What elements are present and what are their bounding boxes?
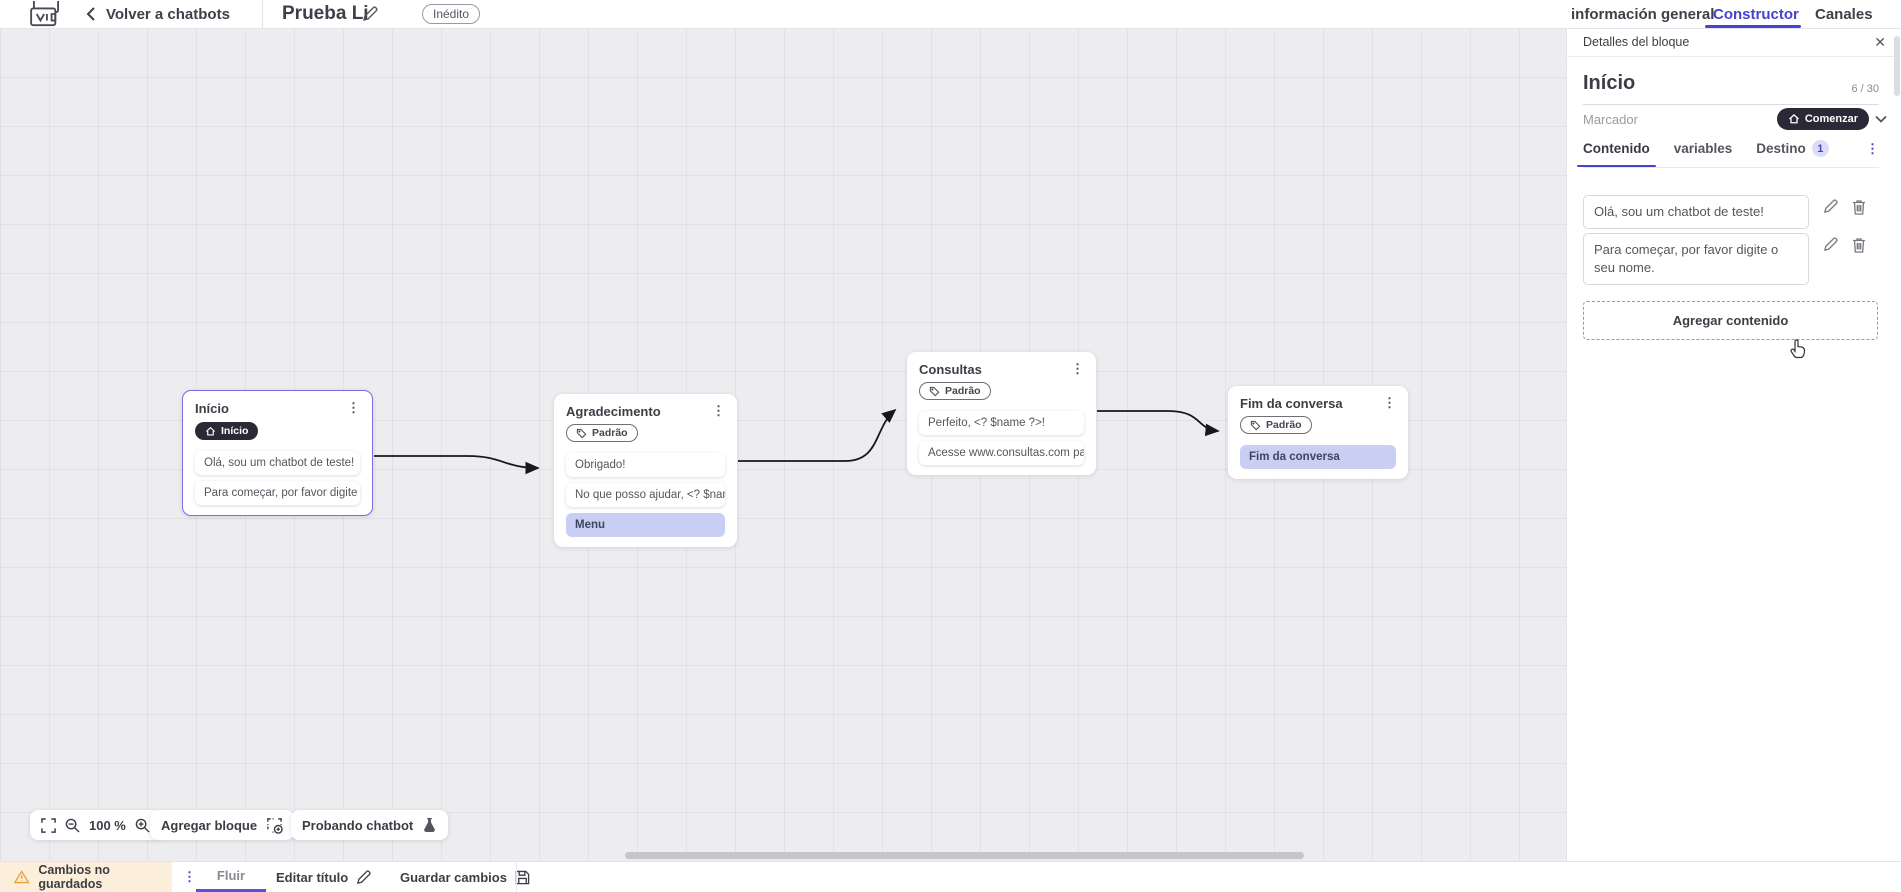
tag-icon <box>1250 420 1261 430</box>
close-icon[interactable]: ✕ <box>1874 33 1886 50</box>
pencil-icon <box>357 869 371 884</box>
panel-tab-contenido[interactable]: Contenido <box>1577 141 1656 167</box>
node-content-row[interactable]: Perfeito, <? $name ?>! <box>919 410 1084 435</box>
back-icon <box>86 7 95 21</box>
cursor-pointer <box>1790 339 1806 359</box>
home-icon <box>1788 114 1799 124</box>
unsaved-changes-status: Cambios no guardados <box>0 862 172 892</box>
node-content-row[interactable]: Fim da conversa <box>1240 444 1396 469</box>
delete-content-icon[interactable] <box>1852 199 1866 215</box>
flow-canvas[interactable]: Início ⋮ Início Olá, sou um chatbot de t… <box>0 28 1566 861</box>
flow-options-kebab-icon[interactable]: ⋮ <box>183 869 196 884</box>
content-message-2[interactable]: Para começar, por favor digite o seu nom… <box>1583 233 1809 286</box>
zoom-level: 100 % <box>89 817 126 833</box>
add-block-icon <box>267 817 283 834</box>
save-changes-button[interactable]: Guardar cambios <box>400 862 530 892</box>
node-content-row[interactable]: Obrigado! <box>566 452 725 477</box>
constructor-tab-underline <box>1705 25 1801 28</box>
warning-icon <box>14 870 30 884</box>
panel-title: Detalles del bloque <box>1583 35 1690 49</box>
bottom-bar: Cambios no guardados ⋮ Fluir Editar títu… <box>0 861 1901 892</box>
canvas-zoom-controls: 100 % <box>30 810 161 840</box>
kebab-menu-icon[interactable]: ⋮ <box>1071 361 1084 376</box>
tab-canales[interactable]: Canales <box>1815 5 1873 23</box>
panel-tab-variables[interactable]: variables <box>1673 141 1733 156</box>
chevron-down-icon[interactable] <box>1875 115 1887 123</box>
node-content-row[interactable]: Para começar, por favor digite o ... <box>195 480 360 505</box>
status-badge: Inédito <box>422 0 481 28</box>
node-content-row[interactable]: No que posso ajudar, <? $name ... <box>566 482 725 507</box>
padrao-badge: Padrão <box>566 424 638 442</box>
panel-kebab-icon[interactable]: ⋮ <box>1866 140 1879 156</box>
block-title[interactable]: Início <box>1583 72 1636 94</box>
content-message-1[interactable]: Olá, sou um chatbot de teste! <box>1583 195 1809 230</box>
tab-constructor[interactable]: Constructor <box>1713 5 1799 23</box>
flow-tab-fluir[interactable]: Fluir <box>196 862 266 892</box>
add-content-button[interactable]: Agregar contenido <box>1583 301 1878 340</box>
page-title: Prueba Li <box>282 3 369 24</box>
tag-icon <box>929 386 940 396</box>
padrao-badge: Padrão <box>1240 416 1312 434</box>
topbar-divider <box>262 0 263 28</box>
edit-content-icon[interactable] <box>1823 199 1838 214</box>
fullscreen-icon[interactable] <box>41 817 56 833</box>
flow-edges <box>374 408 1220 475</box>
top-bar: Volver a chatbots Prueba Li Inédito info… <box>0 0 1901 29</box>
home-icon <box>205 426 216 436</box>
panel-tab-destino[interactable]: Destino 1 <box>1756 140 1829 157</box>
kebab-menu-icon[interactable]: ⋮ <box>1383 395 1396 410</box>
delete-content-icon[interactable] <box>1852 237 1866 253</box>
node-title: Início <box>195 401 229 416</box>
flask-icon <box>424 817 436 833</box>
node-title: Fim da conversa <box>1240 396 1343 411</box>
zoom-in-icon[interactable] <box>135 818 150 833</box>
add-block-button[interactable]: Agregar bloque <box>150 810 295 840</box>
marker-dropdown[interactable]: Comenzar <box>1776 108 1869 130</box>
flow-node-inicio[interactable]: Início ⋮ Início Olá, sou um chatbot de t… <box>182 390 373 516</box>
char-counter: 6 / 30 <box>1851 83 1879 95</box>
test-chatbot-button[interactable]: Probando chatbot <box>291 810 449 840</box>
tab-informacion-general[interactable]: información general <box>1571 5 1715 23</box>
node-content-row[interactable]: Acesse www.consultas.com par... <box>919 440 1084 465</box>
flow-node-fim[interactable]: Fim da conversa ⋮ Padrão Fim da conversa <box>1228 386 1408 479</box>
flow-node-agradecimento[interactable]: Agradecimento ⋮ Padrão Obrigado! No que p… <box>554 394 737 547</box>
zoom-out-icon[interactable] <box>65 818 80 833</box>
app-logo <box>30 0 62 28</box>
node-title: Consultas <box>919 362 982 377</box>
flow-node-consultas[interactable]: Consultas ⋮ Padrão Perfeito, <? $name ?>… <box>907 352 1096 475</box>
node-content-row[interactable]: Menu <box>566 512 725 537</box>
tag-icon <box>576 428 587 438</box>
back-button[interactable]: Volver a chatbots <box>86 0 230 28</box>
edit-title-pencil[interactable] <box>362 0 378 28</box>
bottombar-divider <box>516 862 517 892</box>
padrao-badge: Padrão <box>919 382 991 400</box>
kebab-menu-icon[interactable]: ⋮ <box>712 403 725 418</box>
start-badge: Início <box>195 422 259 440</box>
destino-count-badge: 1 <box>1811 140 1829 157</box>
save-icon <box>515 870 530 884</box>
canvas-horizontal-scrollbar[interactable] <box>625 852 1304 859</box>
block-title-field[interactable]: Início 6 / 30 <box>1583 72 1879 105</box>
marker-label: Marcador <box>1583 111 1638 127</box>
panel-vertical-scrollbar[interactable] <box>1894 36 1900 96</box>
pencil-icon <box>363 6 378 21</box>
block-details-panel: Detalles del bloque ✕ Início 6 / 30 Marc… <box>1566 28 1901 861</box>
edit-content-icon[interactable] <box>1823 237 1838 252</box>
kebab-menu-icon[interactable]: ⋮ <box>347 400 360 415</box>
node-title: Agradecimento <box>566 404 661 419</box>
edit-flow-title-button[interactable]: Editar título <box>276 862 371 892</box>
node-content-row[interactable]: Olá, sou um chatbot de teste! <box>195 450 360 475</box>
